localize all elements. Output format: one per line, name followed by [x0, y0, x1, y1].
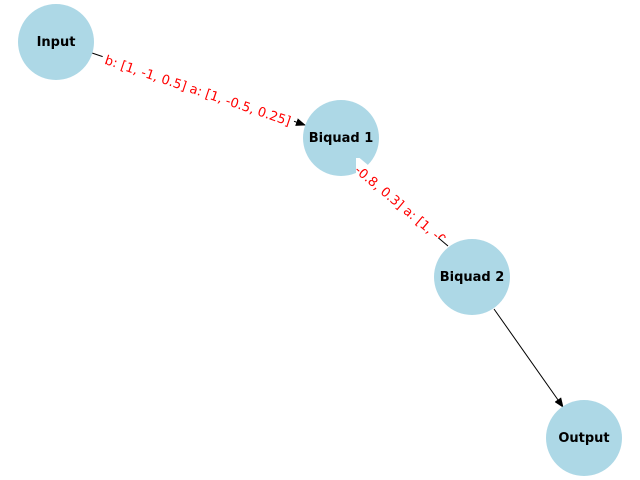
node-biquad1-label: Biquad 1 [309, 131, 374, 146]
edge-label-input-biquad1-group: b: [1, -1, 0.5] a: [1, -0.5, 0.25] [99, 49, 297, 131]
node-biquad2-circle [434, 239, 510, 315]
node-biquad2: Biquad 2 [434, 239, 510, 315]
node-input: Input [18, 4, 94, 80]
node-biquad1-circle [303, 100, 379, 176]
node-input-label: Input [37, 35, 76, 50]
node-output: Output [546, 400, 622, 476]
edge-biquad2-output [493, 308, 564, 408]
node-biquad1: Biquad 1 [303, 100, 379, 176]
node-input-circle [18, 4, 94, 80]
node-output-label: Output [558, 431, 609, 446]
node-biquad2-label: Biquad 2 [440, 270, 505, 285]
node-output-circle [546, 400, 622, 476]
edge-label-input-biquad1: b: [1, -1, 0.5] a: [1, -0.5, 0.25] [103, 53, 293, 129]
